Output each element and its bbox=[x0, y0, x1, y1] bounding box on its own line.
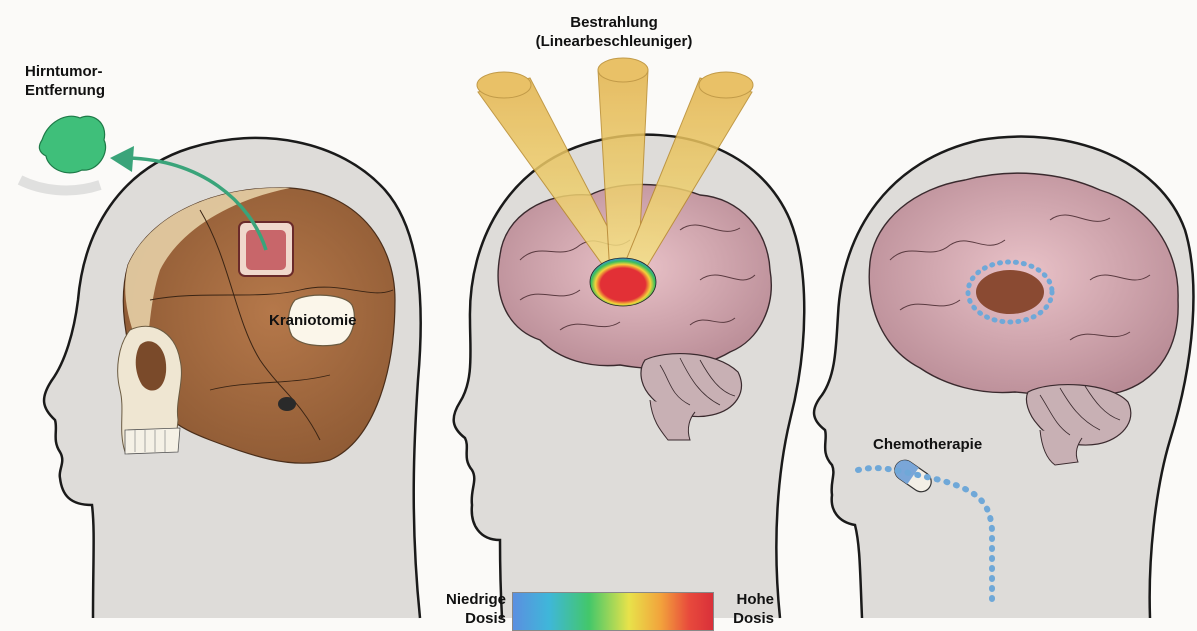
dose-gradient-bar bbox=[512, 592, 714, 631]
label-tumor-removal-line1: Hirntumor- bbox=[25, 62, 145, 81]
label-radiation-line1: Bestrahlung bbox=[514, 13, 714, 32]
label-high-dose: Hohe Dosis bbox=[718, 590, 774, 628]
label-chemotherapy: Chemotherapie bbox=[873, 435, 982, 454]
label-high-dose-line1: Hohe bbox=[718, 590, 774, 609]
label-low-dose-line1: Niedrige bbox=[416, 590, 506, 609]
chemo-tumor bbox=[976, 270, 1044, 314]
removal-arrow-head bbox=[110, 146, 134, 172]
head-left bbox=[20, 116, 421, 618]
dose-target bbox=[590, 258, 656, 306]
label-radiation: Bestrahlung (Linearbeschleuniger) bbox=[514, 13, 714, 51]
label-tumor-removal-line2: Entfernung bbox=[25, 81, 145, 100]
label-craniotomy: Kraniotomie bbox=[269, 311, 357, 330]
label-radiation-line2: (Linearbeschleuniger) bbox=[514, 32, 714, 51]
label-high-dose-line2: Dosis bbox=[718, 609, 774, 628]
label-low-dose: Niedrige Dosis bbox=[416, 590, 506, 628]
head-middle bbox=[454, 58, 805, 618]
removed-tumor bbox=[39, 116, 105, 173]
label-tumor-removal: Hirntumor- Entfernung bbox=[25, 62, 145, 100]
head-right bbox=[814, 137, 1193, 618]
label-low-dose-line2: Dosis bbox=[416, 609, 506, 628]
